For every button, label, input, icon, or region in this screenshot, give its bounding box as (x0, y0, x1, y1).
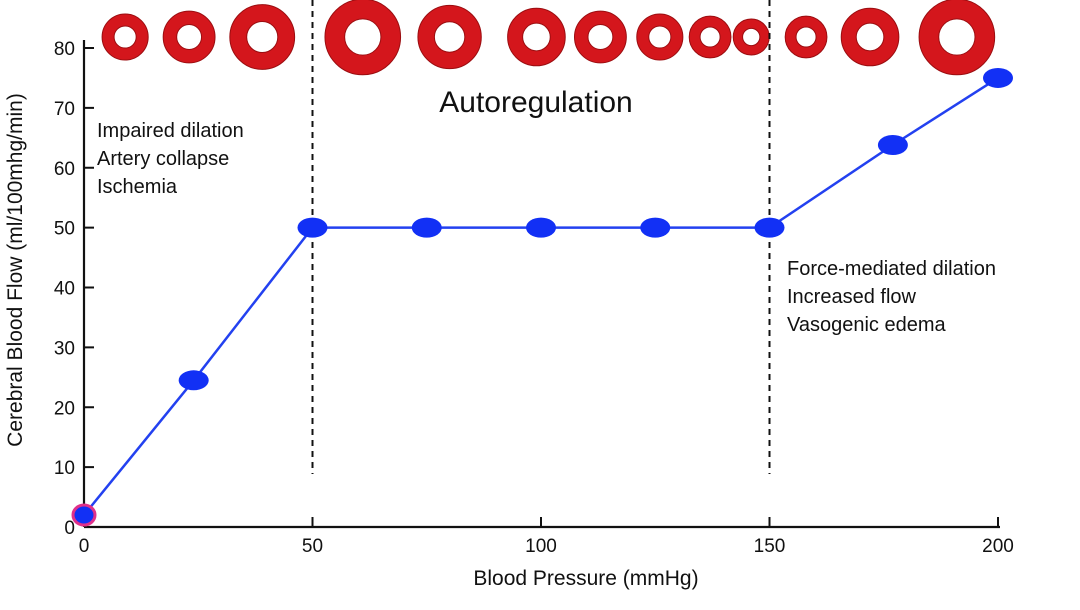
vessel-lumen (522, 22, 551, 52)
vessel-ring-icon (784, 15, 828, 59)
vessel-ring-icon (840, 7, 900, 67)
vessel-lumen (795, 26, 817, 48)
vessel-lumen (344, 18, 382, 56)
reference-lines (311, 0, 771, 474)
x-tick-label: 150 (754, 536, 786, 557)
vessel-ring-icon (162, 10, 216, 64)
annotation-high-2: Increased flow (787, 286, 917, 308)
y-origin-label: 0 (64, 518, 75, 539)
vessel-lumen (176, 24, 203, 50)
y-tick-label: 80 (54, 39, 75, 60)
annotation-low-2: Artery collapse (97, 148, 229, 170)
annotation-high-3: Vasogenic edema (787, 314, 947, 336)
x-axis-label: Blood Pressure (mmHg) (473, 567, 698, 590)
vessel-ring-icon (688, 15, 732, 59)
vessel-lumen (113, 25, 137, 49)
vessel-lumen (587, 24, 614, 50)
data-point (640, 217, 671, 238)
x-tick-label: 100 (525, 536, 557, 557)
y-axis-label: Cerebral Blood Flow (ml/100mhg/min) (4, 93, 27, 447)
vessel-ring-icon (101, 13, 149, 61)
vessel-icons (101, 0, 996, 76)
data-point (983, 67, 1013, 88)
x-tick-label: 0 (79, 536, 90, 557)
data-point (178, 370, 209, 391)
y-tick-label: 30 (54, 338, 75, 359)
y-tick-label: 50 (54, 219, 75, 240)
axes: 0 50 100 150 200 10 20 30 40 50 60 70 80 0 (54, 39, 1014, 557)
y-tick-label: 70 (54, 99, 75, 120)
vessel-ring-icon (636, 13, 684, 61)
y-tick-label: 40 (54, 279, 75, 300)
vessel-ring-icon (918, 0, 996, 76)
vessel-lumen (246, 20, 279, 54)
vessel-ring-icon (229, 4, 296, 70)
y-tick-label: 60 (54, 159, 75, 180)
data-point (754, 217, 785, 238)
vessel-lumen (433, 21, 466, 53)
vessel-ring-icon (732, 18, 770, 56)
data-point (526, 217, 556, 238)
vessel-ring-icon (324, 0, 402, 76)
annotation-low-3: Ischemia (97, 176, 178, 198)
annotation-low-1: Impaired dilation (97, 120, 244, 142)
annotation-autoregulation: Autoregulation (439, 86, 632, 119)
vessel-ring-icon (573, 10, 627, 64)
vessel-ring-icon (417, 4, 482, 70)
data-point (411, 217, 442, 238)
vessel-lumen (742, 27, 761, 47)
data-point-origin (71, 503, 97, 527)
data-series (71, 67, 1013, 527)
vessel-lumen (855, 22, 885, 52)
y-tick-label: 10 (54, 458, 75, 479)
x-tick-label: 200 (982, 536, 1014, 557)
y-tick-label: 20 (54, 398, 75, 419)
vessel-lumen (699, 26, 721, 48)
vessel-ring-icon (507, 7, 566, 67)
data-point (297, 217, 328, 238)
data-point (877, 134, 908, 155)
annotation-high-1: Force-mediated dilation (787, 258, 996, 280)
x-tick-label: 50 (302, 536, 323, 557)
vessel-lumen (648, 25, 672, 49)
vessel-lumen (938, 18, 976, 56)
